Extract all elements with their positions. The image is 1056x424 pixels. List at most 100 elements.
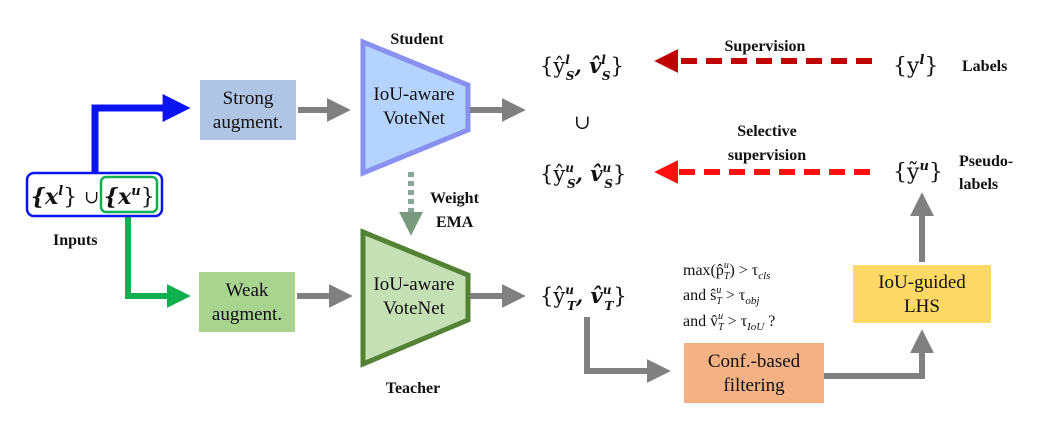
- sub: IoU: [746, 321, 765, 333]
- sub: S: [602, 69, 611, 83]
- teacher-line2: VoteNet: [383, 298, 446, 319]
- filtering-line2: filtering: [723, 375, 785, 396]
- inputs-label: Inputs: [53, 232, 97, 249]
- teacher-line1: IoU-aware: [373, 274, 454, 295]
- sup: u: [603, 283, 612, 297]
- cond-text: and ŝ: [683, 287, 716, 304]
- sup: l: [601, 53, 606, 67]
- brace: }: [929, 160, 943, 185]
- pseudo-base: {ỹ: [893, 160, 920, 185]
- sub: T: [604, 299, 614, 313]
- output-brace-y: {ŷ: [540, 162, 565, 186]
- sup: u: [602, 161, 611, 175]
- brace: }: [924, 54, 938, 79]
- strong-augment-block: Strong augment.: [200, 80, 296, 140]
- student-line1: IoU-aware: [373, 84, 454, 105]
- sub: S: [567, 177, 576, 191]
- weak-augment-line1: Weak: [226, 280, 269, 301]
- sub: T: [567, 299, 577, 313]
- brace: }: [613, 284, 626, 308]
- teacher-output-to-filter-arrow: [584, 317, 671, 383]
- strong-augment-box: [200, 80, 296, 140]
- brace: }: [63, 185, 77, 210]
- weak-path-arrow: [125, 213, 191, 308]
- sub: obj: [745, 295, 759, 307]
- svg-text:{xl}: {xl}: [31, 184, 77, 210]
- sup: u: [716, 285, 721, 296]
- output-brace-y: {ŷ: [540, 284, 565, 308]
- weak-augment-line2: augment.: [212, 304, 282, 325]
- sup: u: [565, 161, 574, 175]
- filtering-line1: Conf.-based: [708, 351, 801, 372]
- student-trapezoid: [360, 38, 471, 177]
- sup: u: [565, 283, 574, 297]
- unlabeled-input-box: [99, 175, 159, 214]
- cond-text: > τ: [724, 313, 748, 330]
- sub: T: [716, 296, 723, 307]
- strong-augment-line2: augment.: [213, 112, 283, 133]
- sub: T: [718, 322, 725, 333]
- pseudo-labels-line1: Pseudo-: [959, 153, 1013, 170]
- brace: }: [141, 185, 155, 210]
- cond-text: and v̂: [683, 313, 718, 330]
- cond-text: ?: [764, 313, 775, 330]
- sub: cls: [758, 270, 770, 282]
- strong-augment-line1: Strong: [223, 88, 274, 109]
- sub: S: [566, 69, 575, 83]
- sup: l: [565, 53, 570, 67]
- cond-text: > τ: [722, 287, 746, 304]
- unlabeled-input-set: {x: [104, 184, 132, 210]
- teacher-trapezoid: [360, 228, 471, 368]
- base: v̂: [591, 283, 604, 308]
- weak-augment-block: Weak augment.: [199, 272, 295, 332]
- pseudo-labels-set: {ỹu}: [893, 159, 943, 185]
- labeled-input-sup: l: [58, 184, 63, 199]
- sep: ,: [573, 53, 589, 78]
- labels-set: {yl}: [893, 53, 938, 79]
- sup: u: [919, 159, 928, 174]
- weak-augment-box: [199, 272, 295, 332]
- base: v̂: [590, 161, 603, 186]
- ema-line1: Weight: [430, 190, 480, 207]
- filter-to-lhs-arrow: [824, 329, 934, 379]
- filtering-box: [684, 343, 824, 403]
- selective-supervision-line1: Selective: [737, 123, 797, 140]
- student-network: Student IoU-aware VoteNet: [360, 31, 471, 177]
- inputs-box: [25, 171, 164, 218]
- output-brace-y: {ŷ: [540, 54, 565, 78]
- sub: S: [604, 177, 613, 191]
- sup: u: [718, 311, 723, 322]
- lhs-box: [853, 265, 991, 323]
- inputs-union-symbol: ∪: [84, 187, 99, 208]
- cond-text: ) > τ: [729, 262, 758, 279]
- student-title: Student: [390, 31, 444, 48]
- lhs-line1: IoU-guided: [878, 272, 966, 293]
- sup: l: [919, 53, 924, 68]
- brace: }: [613, 162, 626, 186]
- teacher-title: Teacher: [386, 380, 441, 397]
- selective-supervision-line2: supervision: [728, 147, 806, 164]
- student-line2: VoteNet: [383, 108, 446, 129]
- cond-text: max(p̂: [683, 262, 724, 279]
- sep: ,: [575, 283, 591, 308]
- sub: T: [724, 271, 731, 282]
- pseudo-labels-line2: labels: [959, 176, 998, 193]
- labels-base: {y: [893, 54, 920, 79]
- ema-line2: EMA: [436, 214, 474, 231]
- svg-text:{xu}: {xu}: [104, 184, 155, 210]
- lhs-block: IoU-guided LHS: [853, 265, 991, 323]
- unlabeled-input-sup: u: [131, 184, 140, 199]
- filtering-block: Conf.-based filtering: [684, 343, 824, 403]
- sep: ,: [575, 161, 591, 186]
- outputs-union-symbol: ∪: [574, 110, 591, 134]
- strong-path-arrow: [91, 94, 191, 176]
- supervision-label: Supervision: [725, 38, 806, 55]
- labels-label: Labels: [962, 58, 1007, 75]
- sup: u: [724, 260, 729, 271]
